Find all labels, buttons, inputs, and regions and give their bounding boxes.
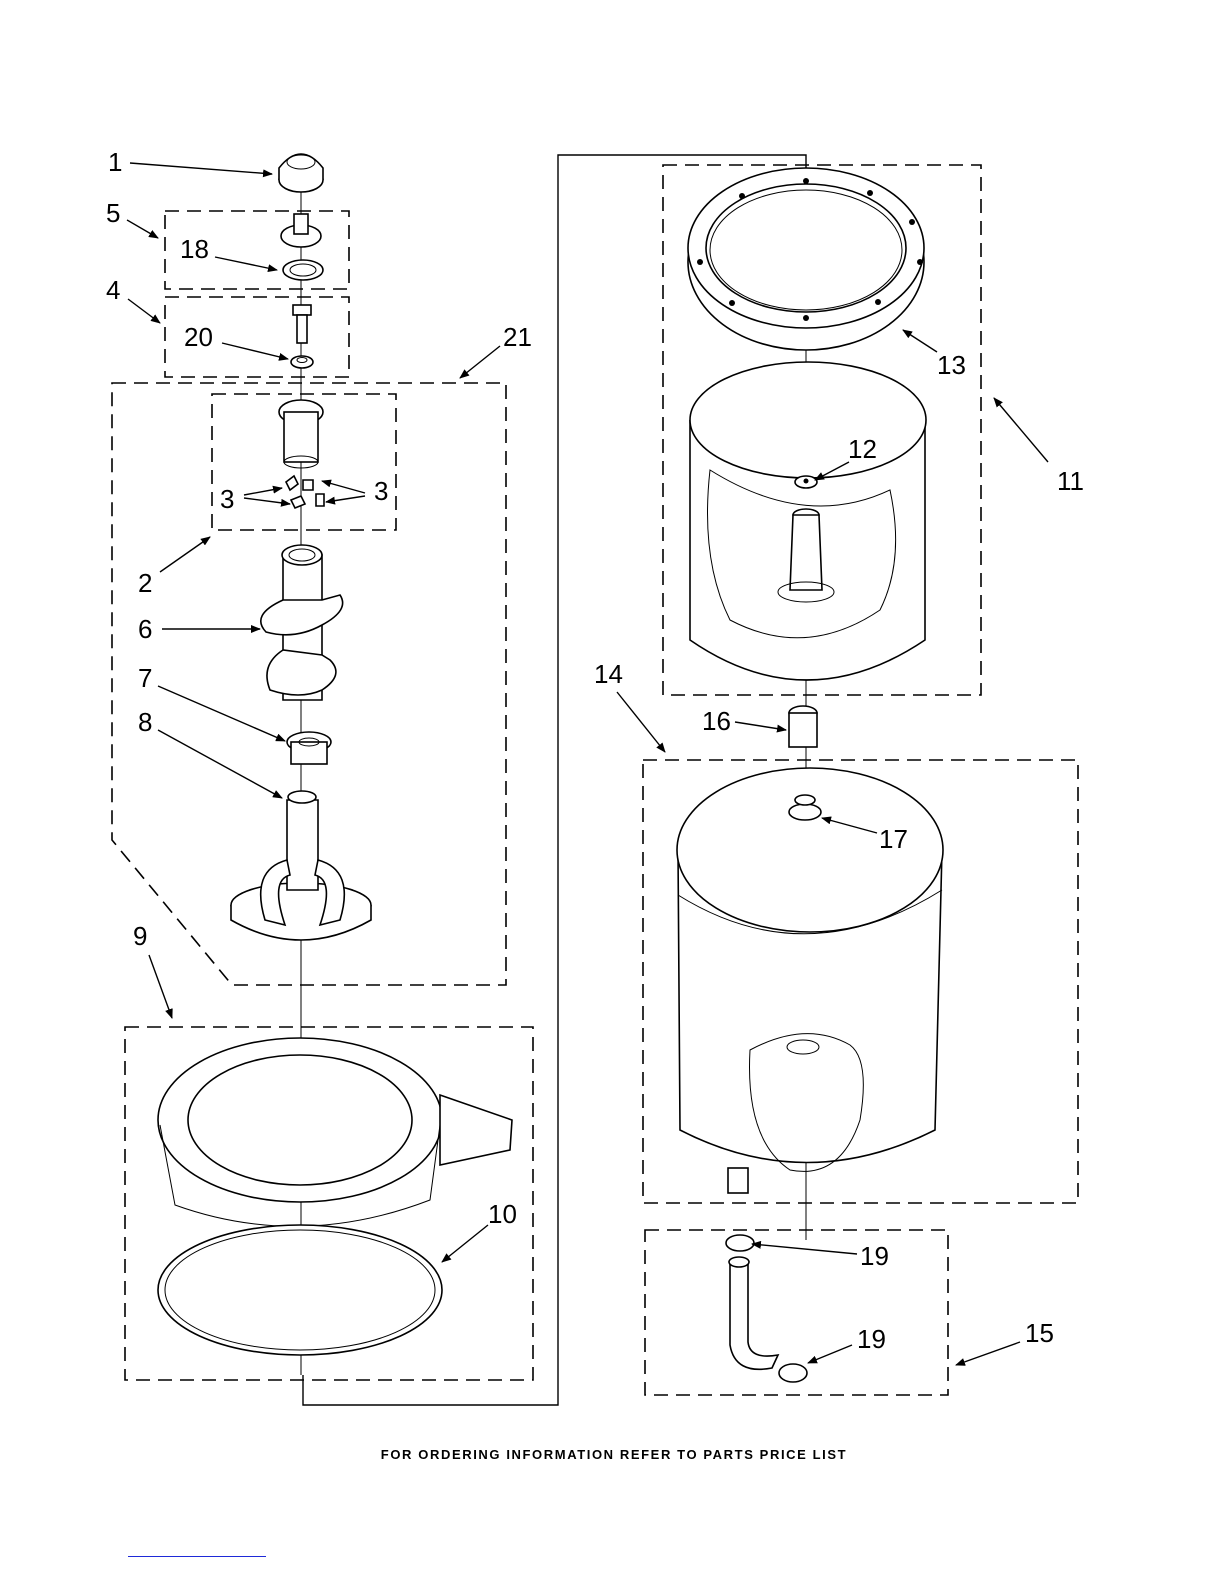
part-7-bearing[interactable] [287,732,331,764]
part-1-cap[interactable] [279,154,323,192]
callout-8: 8 [138,707,152,737]
part-4-bolt[interactable] [293,305,311,343]
callout-10: 10 [488,1199,517,1229]
part-16-fitting[interactable] [789,706,817,747]
part-19-clamp-bottom[interactable] [779,1364,807,1382]
footer-note: FOR ORDERING INFORMATION REFER TO PARTS … [381,1447,847,1462]
part-8-agitator-base[interactable] [231,791,371,940]
bottom-link-underline[interactable] [128,1556,266,1557]
callout-19b: 19 [857,1324,886,1354]
callout-2: 2 [138,568,152,598]
callout-3a: 3 [220,484,234,514]
part-10-ring[interactable] [158,1225,442,1355]
callout-1: 1 [108,147,122,177]
callout-11: 11 [1057,466,1084,496]
part-9-seal-frame[interactable] [158,1038,512,1226]
callout-18: 18 [180,234,209,264]
callout-3b: 3 [374,476,388,506]
callout-5: 5 [106,198,120,228]
callout-19a: 19 [860,1241,889,1271]
callout-12: 12 [848,434,877,464]
part-2-agitator-cam[interactable] [279,400,323,468]
part-12-nut[interactable] [795,476,817,488]
part-5-cam[interactable] [281,214,321,247]
connector-line [303,155,806,1405]
callout-21: 21 [503,322,532,352]
part-19-clamp-top[interactable] [726,1235,754,1251]
part-18-ring[interactable] [283,260,323,280]
callout-15: 15 [1025,1318,1054,1348]
callout-17: 17 [879,824,908,854]
callout-14: 14 [594,659,623,689]
part-15-hose[interactable] [729,1257,778,1369]
part-20-washer[interactable] [291,356,313,368]
callout-13: 13 [937,350,966,380]
part-13-tub-ring[interactable] [688,168,924,350]
callout-6: 6 [138,614,152,644]
callout-20: 20 [184,322,213,352]
callout-7: 7 [138,663,152,693]
callout-9: 9 [133,921,147,951]
part-6-auger[interactable] [261,545,343,700]
callout-4: 4 [106,275,120,305]
callout-16: 16 [702,706,731,736]
part-3-dogs[interactable] [286,476,324,508]
